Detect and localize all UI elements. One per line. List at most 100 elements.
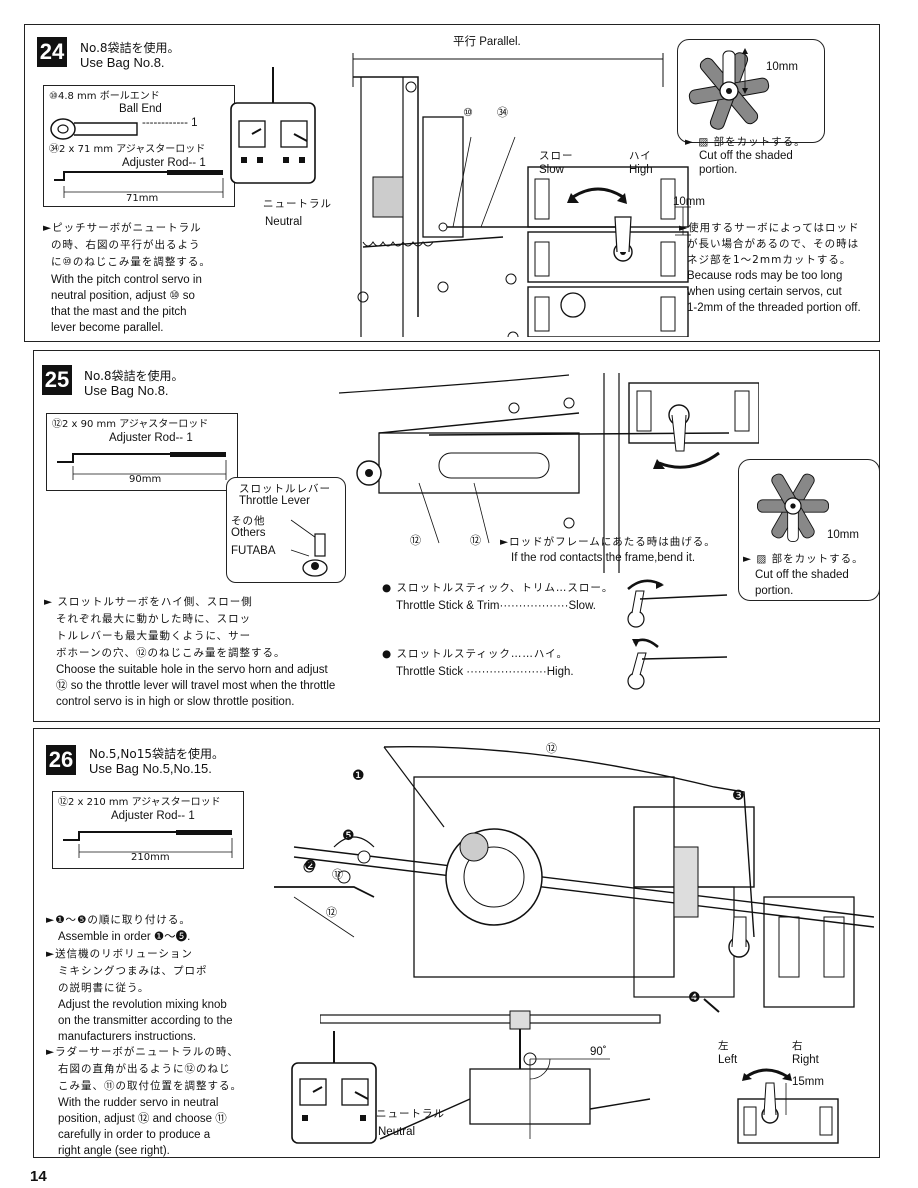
step-26-note2-en-3: manufacturers instructions. bbox=[58, 1031, 197, 1043]
step-25-part-jp: ⑫2 x 90 mm アジャスターロッド bbox=[52, 419, 209, 430]
step-25-part-en: Adjuster Rod-- 1 bbox=[109, 432, 193, 444]
assembly-marker-2: ❷ bbox=[304, 858, 317, 874]
step-26-bag-jp: No.5,No15袋詰を使用。 bbox=[89, 747, 224, 761]
adjuster-rod-210-drawing bbox=[63, 830, 233, 858]
assembly-marker-3: ❸ bbox=[732, 788, 745, 804]
throttle-lever-inset: スロットルレバー Throttle Lever その他 Others FUTAB… bbox=[226, 477, 346, 583]
step-25-note-jp-2: それぞれ最大に動かした時に、スロッ bbox=[56, 613, 252, 625]
step-26-number: 26 bbox=[46, 745, 76, 775]
step-24-transmitter-drawing bbox=[230, 67, 316, 184]
step-26-note3-jp-3: こみ量、⑪の取付位置を調整する。 bbox=[58, 1080, 242, 1092]
step-25-note-jp-1: ► スロットルサーボをハイ側、スロー側 bbox=[44, 596, 253, 608]
page-number: 14 bbox=[30, 1168, 47, 1185]
step-24-note-jp-3: に⑩のねじこみ量を調整する。 bbox=[51, 256, 211, 268]
step-26-parts-box: ⑫2 x 210 mm アジャスターロッド Adjuster Rod-- 1 2… bbox=[52, 791, 244, 869]
step-26-bag-en: Use Bag No.5,No.15. bbox=[89, 761, 212, 776]
rod-71-length: 71mm bbox=[126, 193, 159, 204]
right-en: Right bbox=[792, 1054, 819, 1066]
step-24-callout-34: ㉞ bbox=[497, 106, 508, 119]
step-24-note-jp-1: ►ピッチサーボがニュートラル bbox=[43, 222, 202, 234]
step-24-neutral-en: Neutral bbox=[265, 216, 303, 228]
horn-dim-line bbox=[742, 48, 748, 94]
tail-rotor-drawing bbox=[320, 1010, 661, 1140]
part-ball-end-qty: ------------ 1 bbox=[142, 117, 198, 129]
adjuster-rod-90-drawing bbox=[57, 452, 227, 480]
step-24-note-en-3: that the mast and the pitch bbox=[51, 306, 187, 318]
part-ball-end-jp: ⑩4.8 mm ボールエンド bbox=[49, 91, 160, 102]
step-24-horn-inset: 10mm bbox=[677, 39, 825, 143]
frame-note-jp: ►ロッドがフレームにあたる時は曲げる。 bbox=[500, 536, 716, 548]
futaba-label: FUTABA bbox=[231, 545, 276, 557]
right-jp: 右 bbox=[792, 1040, 804, 1052]
rod-note-jp-3: ネジ部を1〜2mmカットする。 bbox=[687, 254, 852, 266]
throttle-lever-drawing bbox=[290, 519, 328, 577]
left-en: Left bbox=[718, 1054, 738, 1066]
left-jp: 左 bbox=[718, 1040, 730, 1052]
step-26-note1-jp: ►❶〜❺の順に取り付ける。 bbox=[46, 914, 191, 926]
step-25-note-en-3: control servo is in high or slow throttl… bbox=[56, 696, 295, 708]
rod-note-en-3: 1-2mm of the threaded portion off. bbox=[687, 302, 861, 314]
rod-note-jp-1: ►使用するサーボによってはロッド bbox=[679, 222, 860, 234]
step-24-cut-en-1: Cut off the shaded bbox=[699, 150, 793, 162]
servo-horn-cut-drawing bbox=[688, 50, 770, 130]
step-24-mechanism-drawing bbox=[352, 53, 691, 337]
step-24-note-en-2: neutral position, adjust ⑩ so bbox=[51, 290, 195, 302]
step-26-note2-en-1: Adjust the revolution mixing knob bbox=[58, 999, 227, 1011]
step-25-note-jp-4: ボホーンの穴、⑫のねじこみ量を調整する。 bbox=[56, 647, 286, 659]
callout-119: ⑪ bbox=[332, 868, 343, 881]
step-26-note3-en-2: position, adjust ⑫ and choose ⑪ bbox=[58, 1113, 227, 1125]
step-24-neutral-jp: ニュートラル bbox=[263, 198, 332, 210]
step-24-note-jp-2: の時、右図の平行が出るよう bbox=[51, 239, 201, 251]
step-25-callout-122: ⑫ bbox=[470, 534, 481, 547]
step-24-parts-box: ⑩4.8 mm ボールエンド Ball End ------------ 1 ㉞… bbox=[43, 85, 235, 207]
step-25-note-en-2: ⑫ so the throttle lever will travel most… bbox=[56, 680, 336, 692]
parallel-label: 平行 Parallel. bbox=[453, 36, 521, 48]
step-24-cut-jp: ► ▨ 部をカットする。 bbox=[685, 136, 806, 148]
ball-end-drawing bbox=[50, 118, 138, 140]
step-25-horn-inset: 10mm ► ▨ 部をカットする。 Cut off the shaded por… bbox=[738, 459, 880, 601]
part-rod-jp: ㉞2 x 71 mm アジャスターロッド bbox=[49, 144, 206, 155]
slow-en: Slow bbox=[539, 164, 564, 176]
dim-15mm-label: 15mm bbox=[792, 1076, 824, 1088]
throttle-high-jp: ● スロットルスティック……ハイ。 bbox=[382, 648, 568, 660]
step-25-number: 25 bbox=[42, 365, 72, 395]
step-24-bag-en: Use Bag No.8. bbox=[80, 55, 165, 70]
throttle-position-drawings bbox=[627, 579, 728, 690]
step-26-note2-jp-3: の説明書に従う。 bbox=[58, 982, 150, 994]
step-26-note1-en: Assemble in order ❶〜❺. bbox=[58, 931, 191, 943]
step-26-assembly-drawing bbox=[274, 745, 874, 1013]
step-25-dim-10mm: 10mm bbox=[827, 529, 859, 541]
step-24-panel: 24 No.8袋詰を使用。 Use Bag No.8. ⑩4.8 mm ボールエ… bbox=[24, 24, 880, 342]
step-26-neutral-jp: ニュートラル bbox=[376, 1108, 445, 1120]
step-26-note3-en-1: With the rudder servo in neutral bbox=[58, 1097, 219, 1109]
step-24-dim-10mm-a: 10mm bbox=[766, 61, 798, 73]
rudder-servo-drawing bbox=[737, 1068, 839, 1144]
step-25-cut-en-2: portion. bbox=[755, 585, 794, 597]
step-26-panel: 26 No.5,No15袋詰を使用。 Use Bag No.5,No.15. ⑫… bbox=[33, 728, 880, 1158]
step-25-bag-en: Use Bag No.8. bbox=[84, 383, 169, 398]
step-26-part-jp: ⑫2 x 210 mm アジャスターロッド bbox=[58, 797, 221, 808]
step-25-callout-126: ⑫ bbox=[410, 534, 421, 547]
step-25-note-en-1: Choose the suitable hole in the servo ho… bbox=[56, 664, 328, 676]
throttle-slow-jp: ● スロットルスティック、トリム…スロー。 bbox=[382, 582, 614, 594]
others-jp: その他 bbox=[231, 515, 266, 527]
step-25-panel: 25 No.8袋詰を使用。 Use Bag No.8. ⑫2 x 90 mm ア… bbox=[33, 350, 880, 722]
step-26-note2-jp-1: ►送信機のリボリューション bbox=[46, 948, 193, 960]
angle-90-label: 90˚ bbox=[590, 1046, 607, 1058]
step-26-note2-jp-2: ミキシングつまみは、プロポ bbox=[58, 965, 208, 977]
step-25-bag-jp: No.8袋詰を使用。 bbox=[84, 369, 184, 383]
frame-note-en: If the rod contacts the frame,bend it. bbox=[511, 552, 696, 564]
step-24-bag-jp: No.8袋詰を使用。 bbox=[80, 41, 180, 55]
rod-90-length: 90mm bbox=[129, 474, 162, 485]
step-24-dim-10mm-b: 10mm bbox=[673, 196, 705, 208]
step-24-cut-en-2: portion. bbox=[699, 164, 738, 176]
part-ball-end-en: Ball End bbox=[119, 103, 162, 115]
throttle-lever-en: Throttle Lever bbox=[239, 495, 310, 507]
throttle-slow-en: Throttle Stick & Trim··················S… bbox=[396, 600, 596, 612]
step-26-transmitter-drawing bbox=[291, 1031, 377, 1144]
callout-121: ⑫ bbox=[546, 742, 557, 755]
step-25-mechanism-drawing bbox=[339, 373, 759, 573]
step-26-note2-en-2: on the transmitter according to the bbox=[58, 1015, 233, 1027]
adjuster-rod-71-drawing bbox=[54, 170, 224, 198]
step-26-note3-jp-1: ►ラダーサーボがニュートラルの時、 bbox=[46, 1046, 239, 1058]
